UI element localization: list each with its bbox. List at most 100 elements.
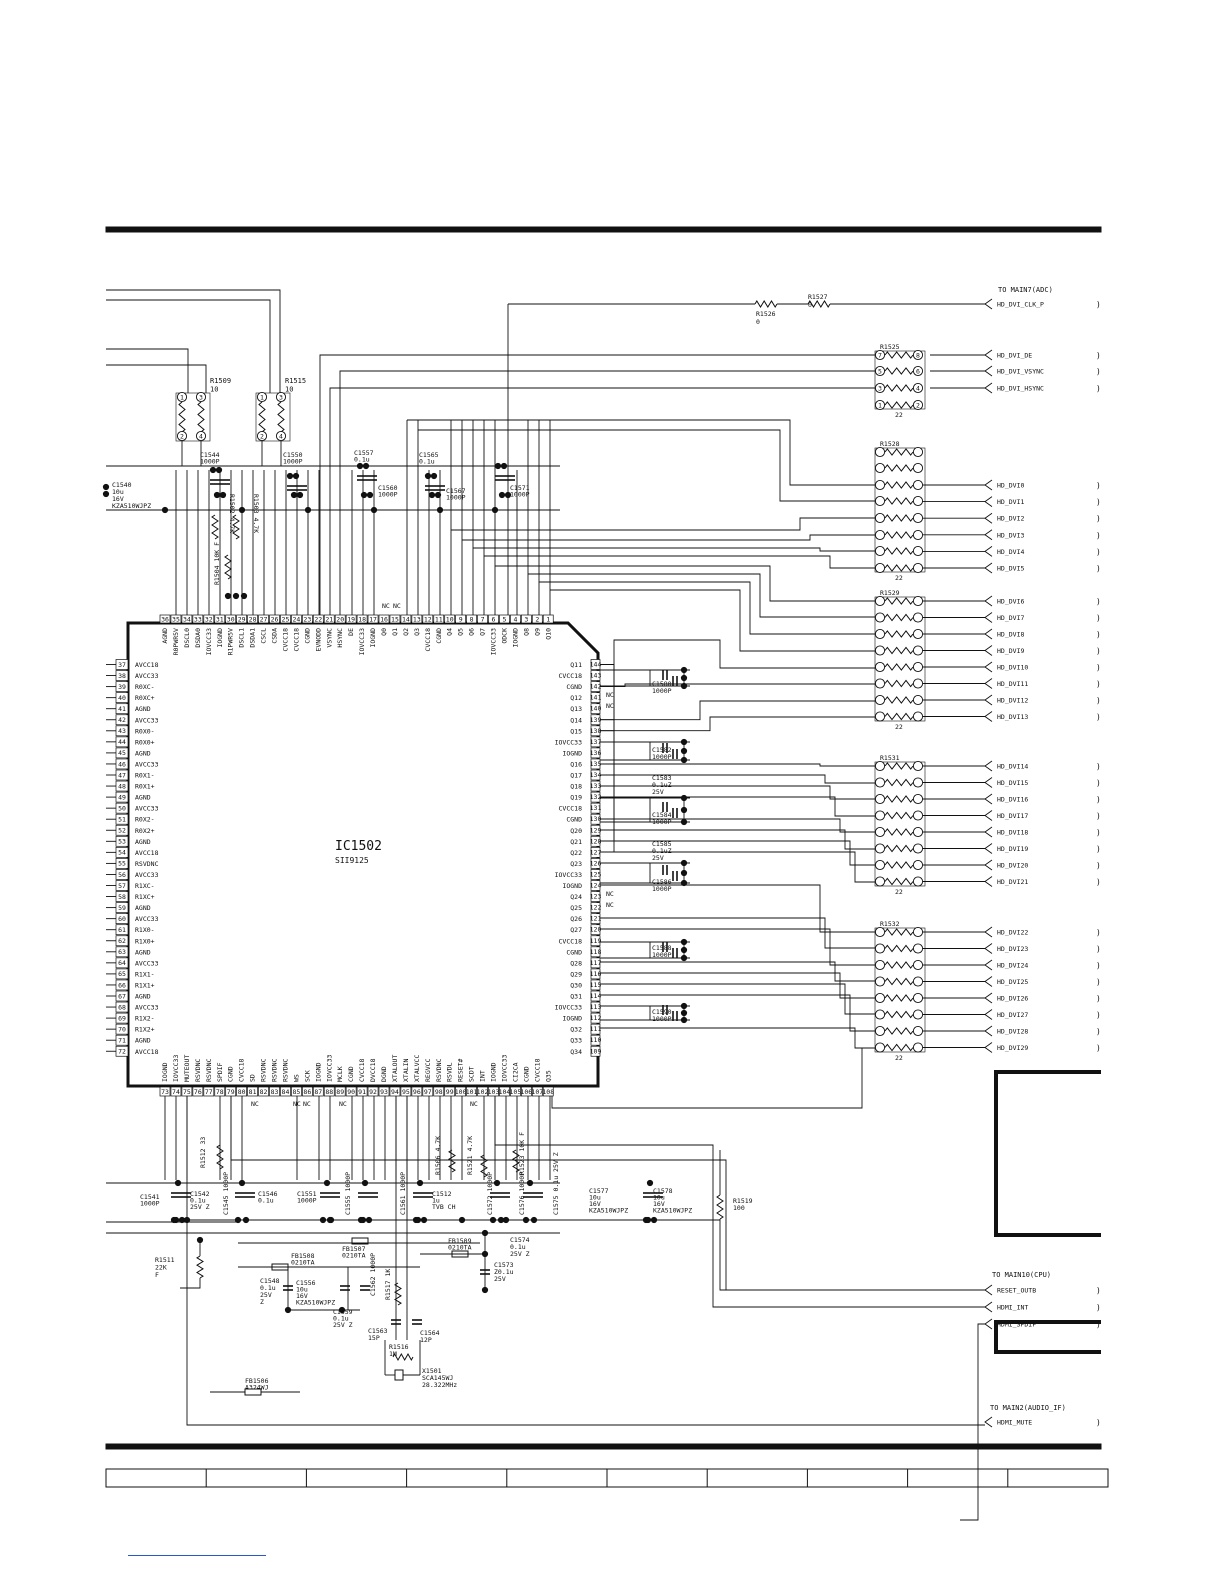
top-pin-box (291, 614, 302, 624)
bottom-pin-number: 101 (466, 1088, 478, 1096)
junction-dot (215, 466, 223, 474)
right-pin-number: 117 (590, 959, 602, 967)
c1550-label: 1000P (283, 458, 303, 466)
right-pin-number: 130 (590, 815, 602, 823)
wire (539, 581, 875, 635)
c1584-label: 1000P (652, 818, 672, 826)
connector-bracket (984, 512, 993, 524)
junction-dot (502, 1216, 510, 1224)
resistor (178, 401, 186, 433)
connector-paren: ) (1096, 547, 1101, 556)
r1526-label: 0 (756, 318, 760, 326)
array-pin (912, 595, 924, 607)
junction-dot (356, 462, 364, 470)
array-pin (874, 826, 886, 838)
left-pin-number: 60 (118, 915, 126, 923)
wire (960, 1330, 979, 1521)
c1580-label: 1000P (652, 687, 672, 695)
top-pin-number: 21 (325, 616, 333, 624)
bottom-pin-name: CVCC18 (358, 1058, 366, 1082)
fb1509-bead (451, 1250, 469, 1258)
r1521-label: R1521 4.7K (466, 1136, 474, 1175)
dvi-signal: HD_DVI7 (997, 614, 1024, 622)
connector-bracket (984, 1284, 993, 1296)
array-pin (912, 959, 924, 971)
top-pin-name: Q7 (479, 628, 487, 636)
left-pin-number: 63 (118, 948, 126, 956)
bottom-pin-name: SCDT (468, 1066, 476, 1082)
dvi-signal: HD_DVI28 (997, 1028, 1028, 1036)
junction-dot (680, 756, 688, 764)
array-pin (874, 1042, 886, 1053)
pin-circle-number: 5 (878, 367, 882, 375)
left-pin-box (115, 891, 129, 902)
bottom-pin-box (444, 1086, 456, 1097)
top-pin-number: 5 (502, 616, 506, 624)
top-pin-box (247, 614, 258, 624)
left-pin-box (115, 659, 129, 670)
connector-paren: ) (1096, 384, 1101, 393)
x1501-label: X1501 (422, 1367, 442, 1375)
c1540-label: KZA510WJPZ (112, 502, 151, 510)
left-pin-box (115, 813, 129, 825)
right-pin-name: CGND (566, 948, 582, 956)
chip-ref: IC1502 (335, 839, 382, 854)
top-pin-name: Q9 (533, 628, 541, 636)
resistor-array-value: 22 (895, 723, 903, 731)
top-pin-number: 3 (524, 616, 528, 624)
right-pin-number: 120 (590, 926, 602, 934)
adc-signal: HD_DVI_HSYNC (997, 385, 1044, 393)
left-pin-number: 64 (118, 959, 126, 967)
left-pin-name: R0X1+ (135, 783, 155, 791)
bottom-pin-name: Q35 (544, 1070, 552, 1082)
c1541-label: C1541 (140, 1193, 160, 1201)
junction-dot (178, 1216, 186, 1224)
right-pin-name: Q23 (570, 860, 582, 868)
array-pin (874, 859, 886, 871)
right-pin-name: IOGND (562, 1015, 582, 1023)
bottom-pin-number: 91 (358, 1088, 366, 1096)
resistor-array-outline (874, 350, 926, 410)
c1540-label: 16V (112, 495, 124, 503)
top-pin-name: Q0 (380, 628, 388, 636)
nc-marker: NC (382, 602, 390, 610)
connector-paren: ) (1096, 1303, 1101, 1312)
c1541-label: 1000P (140, 1200, 160, 1208)
bottom-pin-number: 98 (435, 1088, 443, 1096)
connector-paren: ) (1096, 845, 1101, 854)
c1559-label: 25V Z (333, 1321, 353, 1329)
top-pin-box (280, 614, 291, 624)
pin-circle-number: 6 (916, 367, 920, 375)
x1501-label: 28.322MHz (422, 1381, 457, 1389)
dvi-signal: HD_DVI17 (997, 812, 1028, 820)
right-pin-box (590, 780, 601, 792)
array-pin (912, 661, 924, 673)
top-pin-name: R0PWR5V (172, 628, 180, 655)
junction-dot (360, 491, 368, 499)
chip-part: SII9125 (335, 856, 369, 865)
pin-circle-number: 4 (916, 384, 920, 392)
right-pin-box (590, 659, 601, 670)
dvi-signal: HD_DVI0 (997, 482, 1024, 490)
array-pin (874, 545, 886, 557)
c1512-label: C1512 (432, 1190, 452, 1198)
wire (106, 348, 189, 393)
right-pin-box (590, 924, 601, 936)
right-pin-name: Q22 (570, 849, 582, 857)
connector-bracket (984, 793, 993, 805)
right-pin-name: Q31 (570, 993, 582, 1001)
junction-dot (362, 462, 370, 470)
left-pin-number: 69 (118, 1014, 126, 1022)
right-pin-number: 114 (590, 992, 602, 1000)
right-pin-name: Q25 (570, 904, 582, 912)
components (102, 226, 1109, 1488)
c1583-label: 25V (652, 788, 664, 796)
connector-paren: ) (1096, 597, 1101, 606)
junction-dot (494, 462, 502, 470)
junction-dot (326, 1216, 334, 1224)
junction-dot (680, 869, 688, 877)
bottom-pin-number: 78 (216, 1088, 224, 1096)
bottom-pin-number: 73 (161, 1088, 169, 1096)
right-pin-box (590, 681, 601, 692)
